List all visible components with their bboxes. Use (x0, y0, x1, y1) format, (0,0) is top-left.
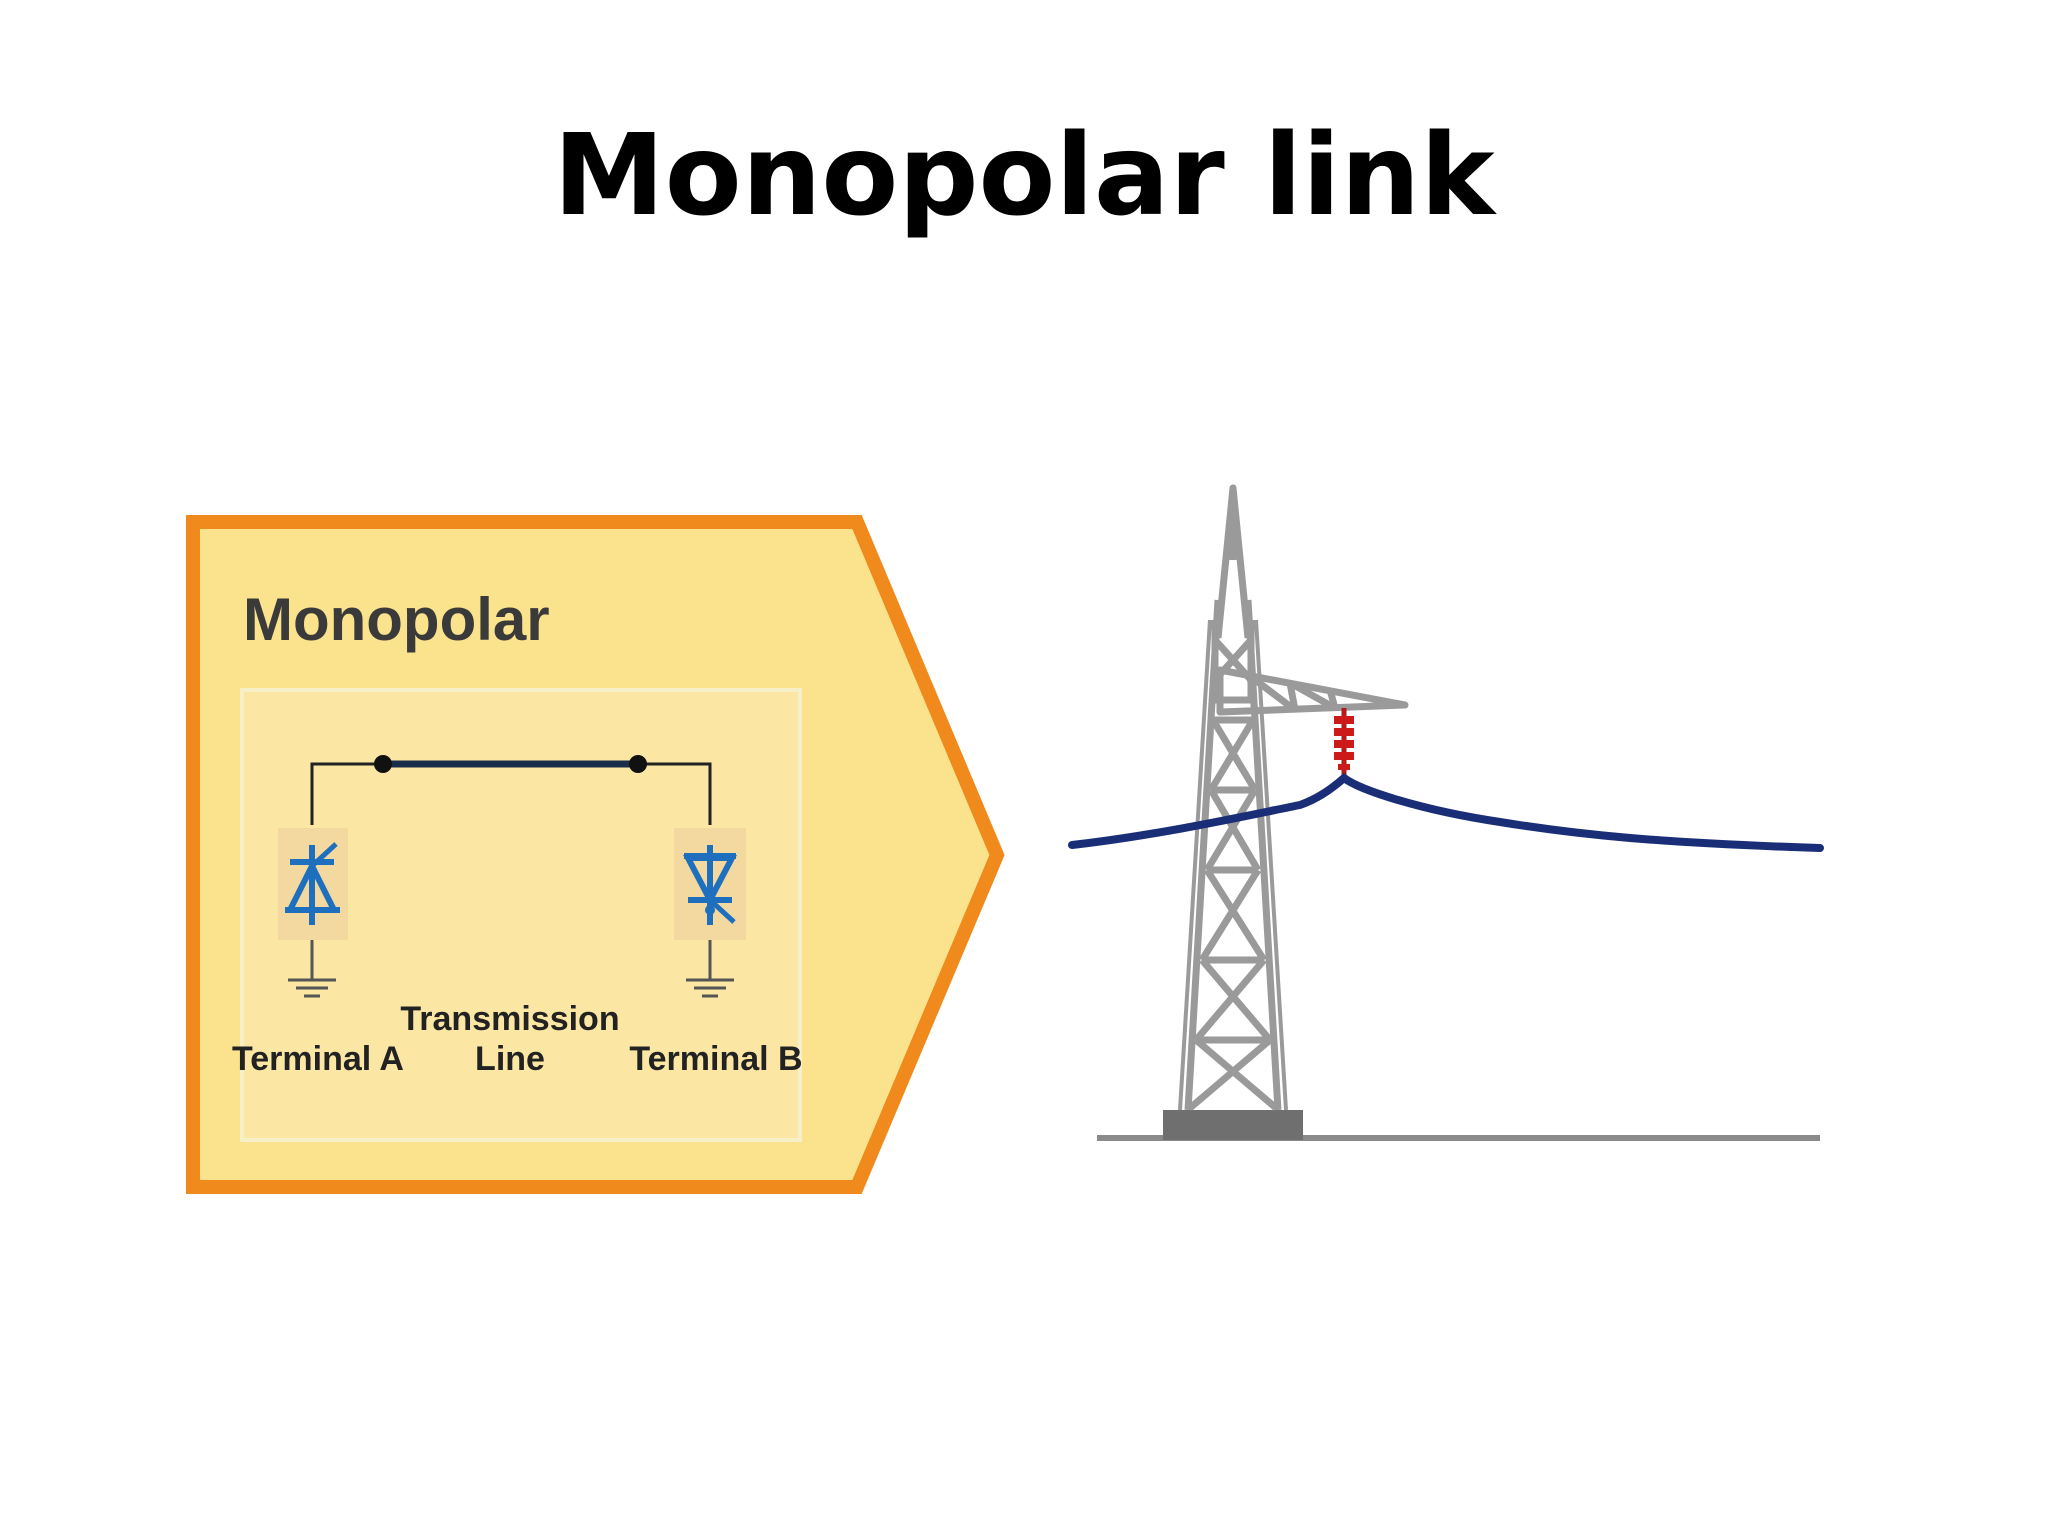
transmission-label-line2: Line (475, 1040, 545, 1078)
transmission-label-line1: Transmission (400, 1000, 619, 1038)
slide-title: Monopolar link (553, 111, 1495, 241)
ground-icon (288, 978, 336, 998)
transmission-tower-illustration (1068, 484, 1824, 1141)
circuit-wiring (310, 755, 712, 825)
tower-lattice (1178, 484, 1409, 1111)
terminal-a-label: Terminal A (232, 1040, 404, 1078)
ground-icon (686, 978, 734, 998)
tower-footing (1163, 1110, 1303, 1140)
overhead-conductor (1068, 772, 1824, 852)
junction-dot-right (629, 755, 647, 773)
insulator-icon (1334, 708, 1354, 775)
junction-dot-left (374, 755, 392, 773)
panel-heading: Monopolar (243, 586, 550, 653)
terminal-b-lead (638, 762, 712, 825)
terminal-b-label: Terminal B (629, 1040, 802, 1078)
terminal-a-lead (310, 762, 383, 825)
terminal-b-converter (674, 828, 746, 998)
terminal-a-converter (278, 828, 348, 998)
monopolar-panel: Monopolar (186, 515, 1005, 1194)
